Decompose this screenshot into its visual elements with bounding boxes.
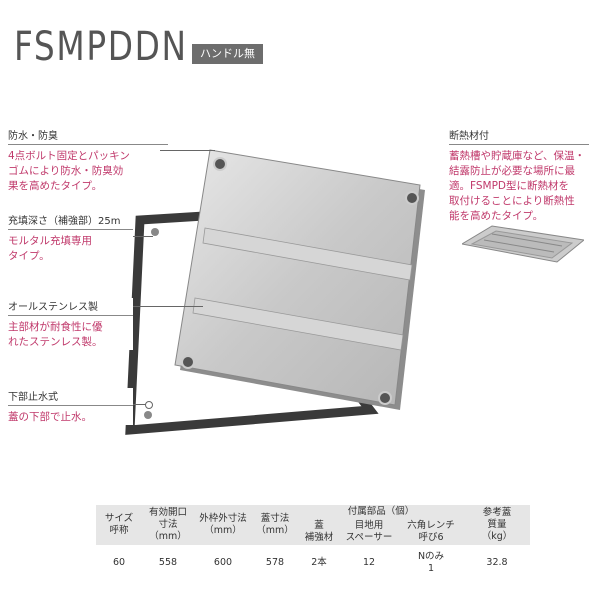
lid-bolt <box>213 157 227 171</box>
callout-body: 蓋の下部で止水。 <box>8 411 92 423</box>
lid <box>174 149 421 406</box>
cell-outer: 600 <box>213 557 233 568</box>
cell-lid: 578 <box>265 557 285 568</box>
leader-line <box>133 236 153 237</box>
callout-depth: 充填深さ（補強部）25m モルタル充填専用 タイプ。 <box>8 212 133 264</box>
product-title: FSMPDDN <box>14 24 188 70</box>
callout-body: 主部材が耐食性に優 れたステンレス製。 <box>8 321 103 348</box>
lid-bolt <box>405 191 419 205</box>
outer-frame <box>125 210 379 435</box>
product-illustration <box>125 149 425 435</box>
callout-head: 断熱材付 <box>449 127 589 145</box>
callout-body: モルタル充填専用 タイプ。 <box>8 235 92 262</box>
col-lid: 蓋寸法 （mm） <box>256 513 294 536</box>
lid-rib <box>202 227 413 281</box>
col-spacer: 目地用 スペーサー <box>345 520 393 543</box>
lid-bolt <box>181 355 195 369</box>
col-reinforce: 蓋 補強材 <box>304 520 334 543</box>
table-row: 60 558 600 578 2本 12 Nのみ 1 32.8 <box>96 545 530 576</box>
col-accessories: 付属部品（個） <box>347 506 415 517</box>
cell-wrench: Nのみ 1 <box>417 551 445 574</box>
callout-body: 蓄熱槽や貯蔵庫など、保温・ 結露防止が必要な場所に最 適。FSMPD型に断熱材を… <box>449 150 585 222</box>
callout-head: 下部止水式 <box>8 388 133 406</box>
frame-bolt <box>151 228 159 236</box>
cell-reinforce: 2本 <box>311 557 327 568</box>
cell-size: 60 <box>112 557 126 568</box>
leader-line <box>133 404 148 405</box>
callout-body: 4点ボルト固定とパッキン ゴムにより防水・防臭効 果を高めたタイプ。 <box>8 150 130 192</box>
callout-drain: 下部止水式 蓋の下部で止水。 <box>8 388 133 425</box>
callout-waterproof: 防水・防臭 4点ボルト固定とパッキン ゴムにより防水・防臭効 果を高めたタイプ。 <box>8 127 168 194</box>
col-weight: 参考蓋 質量 （kg） <box>481 507 513 542</box>
callout-head: オールステンレス製 <box>8 298 133 316</box>
leader-line <box>133 306 203 307</box>
leader-dot <box>145 401 153 409</box>
cell-weight: 32.8 <box>486 557 508 568</box>
spec-table: サイズ 呼称 有効開口 寸法 （mm） 外枠外寸法 （mm） 蓋寸法 （mm） … <box>96 505 530 576</box>
col-outer: 外枠外寸法 （mm） <box>199 513 247 536</box>
frame-bolt <box>144 411 152 419</box>
insulation-image <box>462 225 584 263</box>
callout-insulation: 断熱材付 蓄熱槽や貯蔵庫など、保温・ 結露防止が必要な場所に最 適。FSMPD型… <box>449 127 589 224</box>
lid-bolt <box>378 391 392 405</box>
col-opening: 有効開口 寸法 （mm） <box>148 507 187 542</box>
callout-stainless: オールステンレス製 主部材が耐食性に優 れたステンレス製。 <box>8 298 133 350</box>
leader-line <box>160 150 215 151</box>
callout-head: 防水・防臭 <box>8 127 168 145</box>
callout-head: 充填深さ（補強部）25m <box>8 212 133 230</box>
handle-badge: ハンドル無 <box>192 44 263 64</box>
cell-opening: 558 <box>158 557 178 568</box>
lid-rib <box>192 297 404 351</box>
col-wrench: 六角レンチ 呼び6 <box>407 520 455 543</box>
cell-spacer: 12 <box>362 557 376 568</box>
col-size: サイズ 呼称 <box>104 513 134 536</box>
